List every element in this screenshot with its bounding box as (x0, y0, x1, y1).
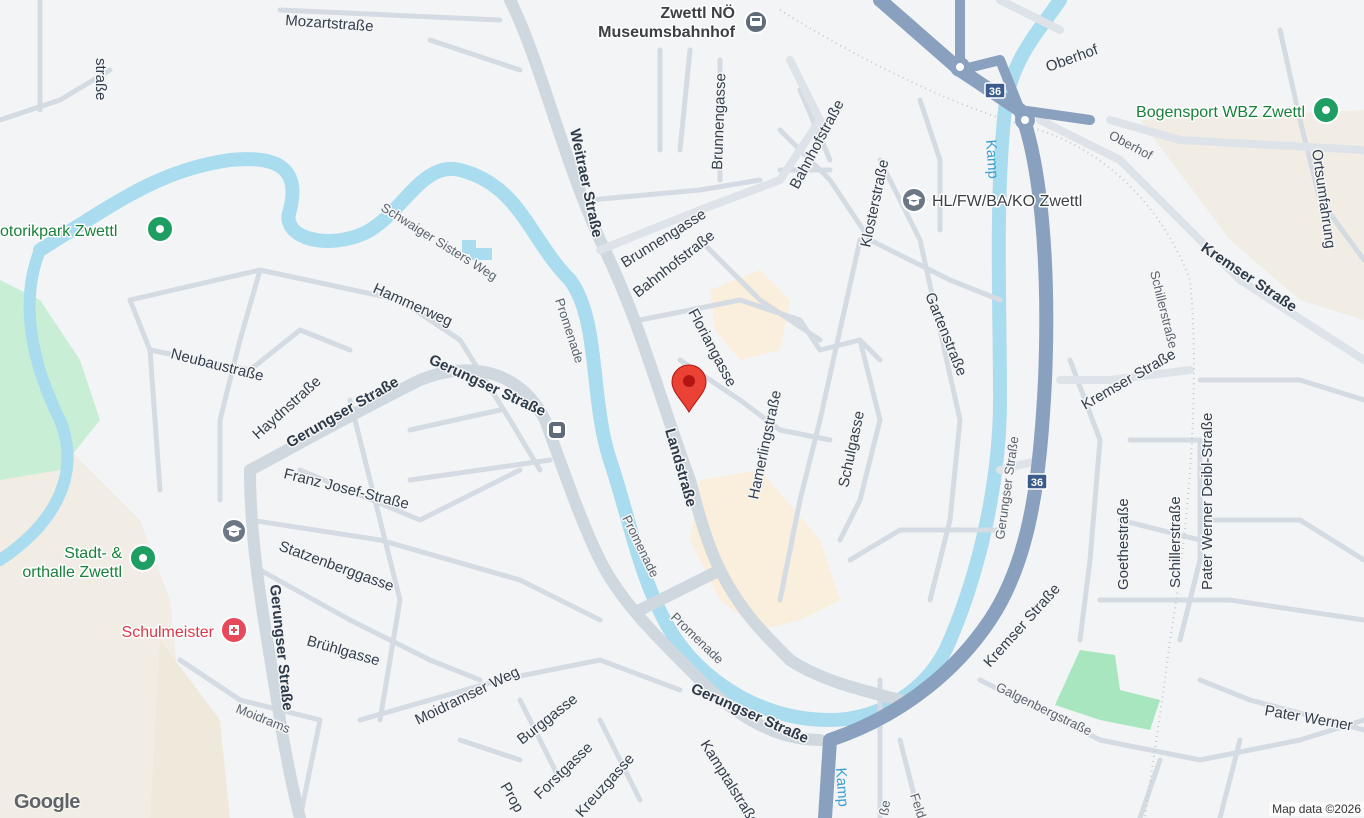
poi-hlfw-school[interactable]: HL/FW/BA/KO Zwettl (901, 187, 1084, 213)
park-pin-icon (129, 544, 157, 572)
medical-pin-icon (220, 616, 248, 644)
main-roads (244, 0, 906, 818)
map-attribution[interactable]: Map data ©2026 (1269, 802, 1364, 816)
poi-label: Bogensport WBZ Zwettl (1136, 104, 1305, 121)
poi-label: otorikpark Zwettl (0, 223, 117, 240)
park-pin-icon (146, 215, 174, 243)
map-land-area (150, 640, 230, 818)
river (0, 0, 1067, 727)
poi-label: Museumsbahnhof (598, 24, 736, 41)
poi-bogensport[interactable]: Bogensport WBZ Zwettl (1135, 96, 1340, 124)
water-label: Kamp (982, 139, 1002, 179)
poi-schulmeister[interactable]: Schulmeister (120, 616, 248, 644)
highway-b36 (818, 0, 1095, 818)
school-icon (221, 518, 247, 544)
poi-school-left[interactable] (221, 518, 247, 544)
route-shield-label: 36 (1031, 477, 1043, 489)
school-icon (901, 187, 927, 213)
poi-label: Schulmeister (122, 624, 215, 641)
route-shield[interactable]: 36 (1026, 473, 1048, 490)
train-station-icon (744, 10, 768, 34)
park-area (0, 280, 100, 480)
street-label: Pater Werner Deibl-Straße (1199, 413, 1216, 590)
route-shield[interactable]: 36 (984, 82, 1006, 99)
poi-label: orthalle Zwettl (22, 564, 122, 581)
map-land-area (1140, 110, 1364, 320)
built-area (710, 270, 790, 360)
street-label: Schillerstraße (1167, 496, 1184, 588)
poi-motorikpark[interactable]: otorikpark Zwettl (0, 215, 174, 243)
street-label: ße (876, 799, 893, 816)
poi-label: HL/FW/BA/KO Zwettl (932, 193, 1082, 210)
location-pin-icon[interactable] (671, 364, 707, 413)
roundabout (956, 63, 964, 71)
route-shield-label: 36 (989, 86, 1001, 98)
street-label: Goethestraße (1115, 498, 1132, 590)
water-label: Kamp (832, 767, 852, 807)
secondary-roads (596, 0, 1364, 474)
bus-stop-icon[interactable] (547, 420, 567, 440)
park-area (1055, 650, 1160, 730)
roundabout (1021, 116, 1029, 124)
poi-label: Zwettl NÖ (660, 3, 735, 22)
poi-label: Stadt- & (64, 545, 122, 562)
street-label: Brunnengasse (709, 73, 729, 170)
poi-museumsbahnhof[interactable]: Zwettl NÖ Museumsbahnhof (597, 2, 768, 43)
park-pin-icon (1312, 96, 1340, 124)
google-logo[interactable]: Google (14, 791, 80, 813)
poi-stadthalle[interactable]: Stadt- & orthalle Zwettl (21, 544, 157, 583)
pond (470, 248, 492, 260)
street-label: straße (92, 58, 109, 101)
